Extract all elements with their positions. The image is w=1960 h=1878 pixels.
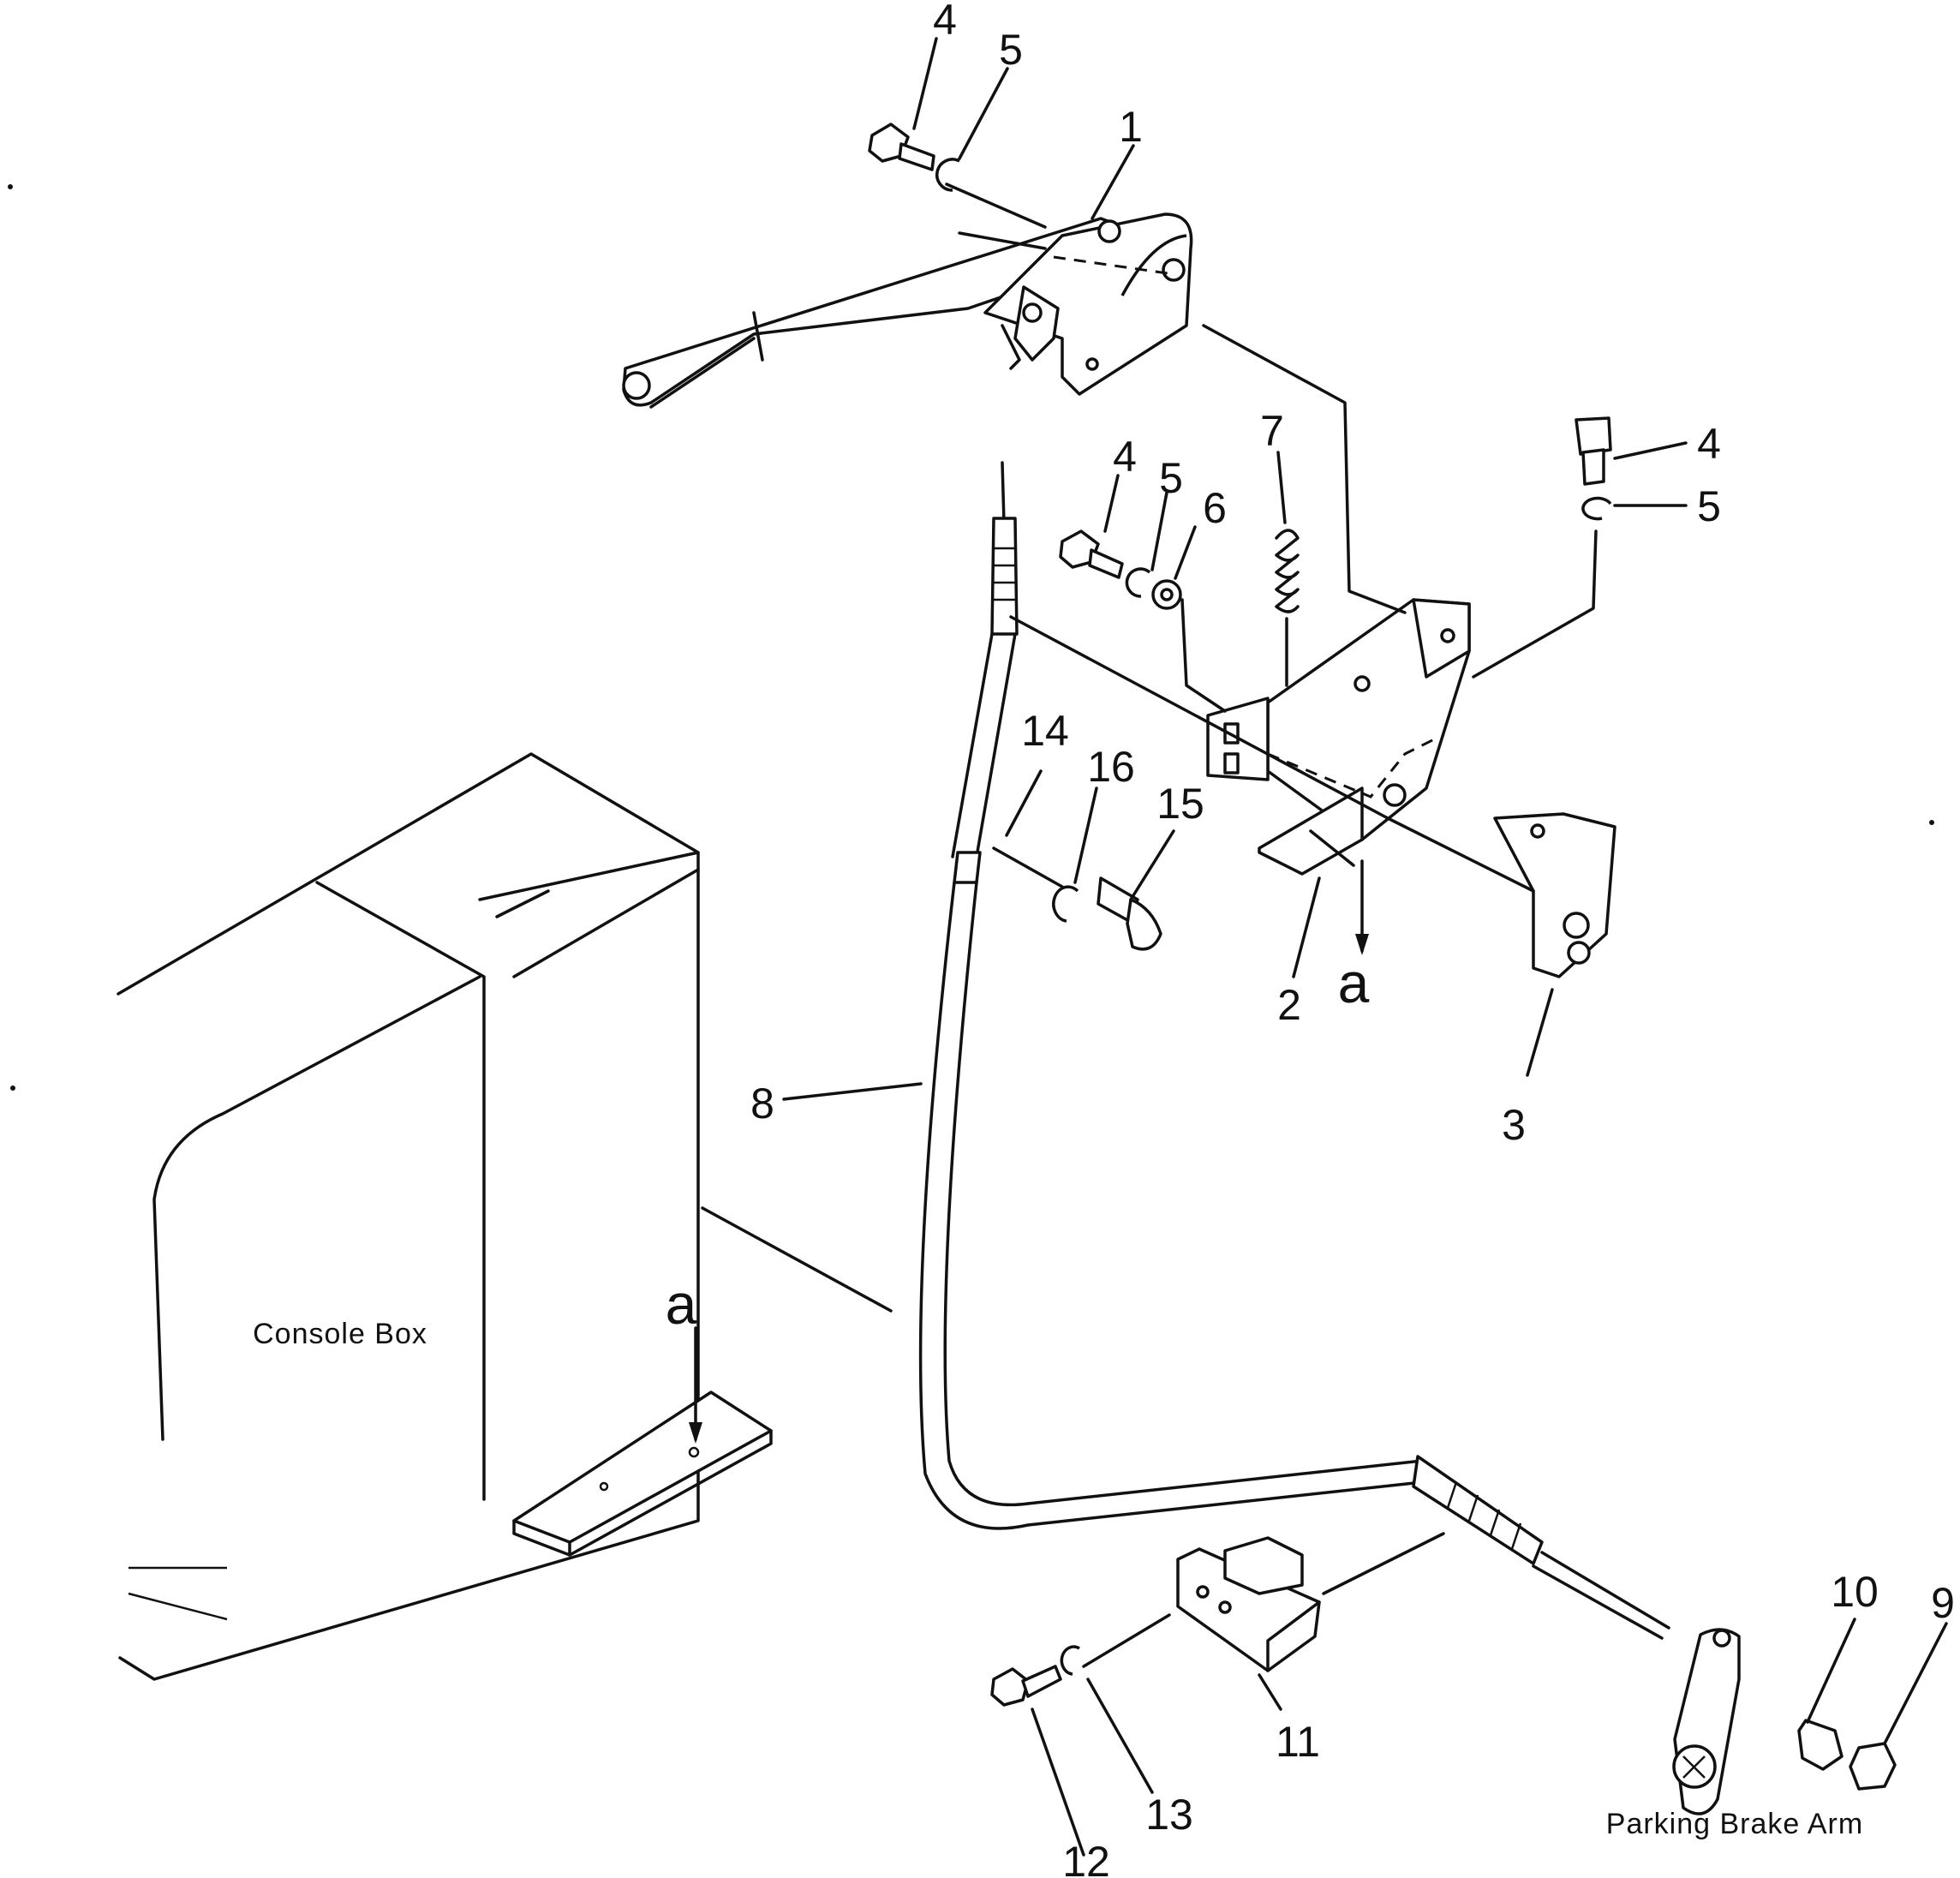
callout-4-right: 4 bbox=[1697, 420, 1721, 468]
callout-6: 6 bbox=[1203, 484, 1227, 532]
nut-10 bbox=[1797, 1719, 1843, 1771]
parking-brake-arm bbox=[1672, 1628, 1741, 1815]
washer-5-mid bbox=[1125, 567, 1151, 598]
view-mark-lower: a bbox=[666, 1272, 697, 1336]
callout-2: 2 bbox=[1277, 981, 1301, 1029]
bolt-12 bbox=[990, 1665, 1062, 1707]
callout-13: 13 bbox=[1145, 1791, 1193, 1839]
spring-7 bbox=[1275, 529, 1300, 613]
washer-16 bbox=[1052, 885, 1079, 923]
nut-9 bbox=[1849, 1742, 1897, 1791]
lever-bracket bbox=[1206, 598, 1471, 876]
view-mark-upper: a bbox=[1338, 951, 1370, 1014]
callout-5-top: 5 bbox=[999, 26, 1023, 74]
parking-brake-lever bbox=[622, 212, 1193, 409]
callout-4-mid: 4 bbox=[1113, 433, 1137, 481]
callout-8: 8 bbox=[750, 1080, 774, 1127]
bolt-4-top bbox=[868, 123, 935, 171]
callout-10: 10 bbox=[1831, 1568, 1879, 1616]
bolt-15 bbox=[1097, 876, 1162, 951]
callout-4-top: 4 bbox=[933, 0, 957, 44]
console-box-label: Console Box bbox=[253, 1318, 427, 1350]
parking-brake-arm-label: Parking Brake Arm bbox=[1606, 1808, 1863, 1840]
callout-12: 12 bbox=[1062, 1838, 1110, 1878]
callout-7: 7 bbox=[1260, 407, 1284, 455]
callout-1: 1 bbox=[1119, 103, 1143, 151]
callout-5-mid: 5 bbox=[1159, 454, 1183, 502]
washer-13 bbox=[1060, 1645, 1080, 1676]
stay-bracket bbox=[1493, 812, 1616, 978]
washer-5-right bbox=[1581, 496, 1612, 521]
bolt-4-right bbox=[1575, 416, 1612, 486]
console-box bbox=[117, 752, 893, 1681]
callout-15: 15 bbox=[1156, 780, 1204, 828]
bolt-4-mid bbox=[1059, 529, 1124, 579]
callout-9: 9 bbox=[1931, 1579, 1955, 1627]
callout-14: 14 bbox=[1021, 707, 1069, 755]
callout-pointers bbox=[782, 37, 1948, 1857]
leader-lines bbox=[945, 182, 1598, 1668]
cable-bracket bbox=[1176, 1536, 1321, 1672]
brake-cable bbox=[918, 461, 1670, 1640]
washer-5-top bbox=[935, 158, 960, 192]
callout-16: 16 bbox=[1087, 743, 1135, 791]
callout-3: 3 bbox=[1502, 1101, 1526, 1149]
callout-11: 11 bbox=[1276, 1718, 1320, 1766]
callout-5-right: 5 bbox=[1697, 482, 1721, 530]
